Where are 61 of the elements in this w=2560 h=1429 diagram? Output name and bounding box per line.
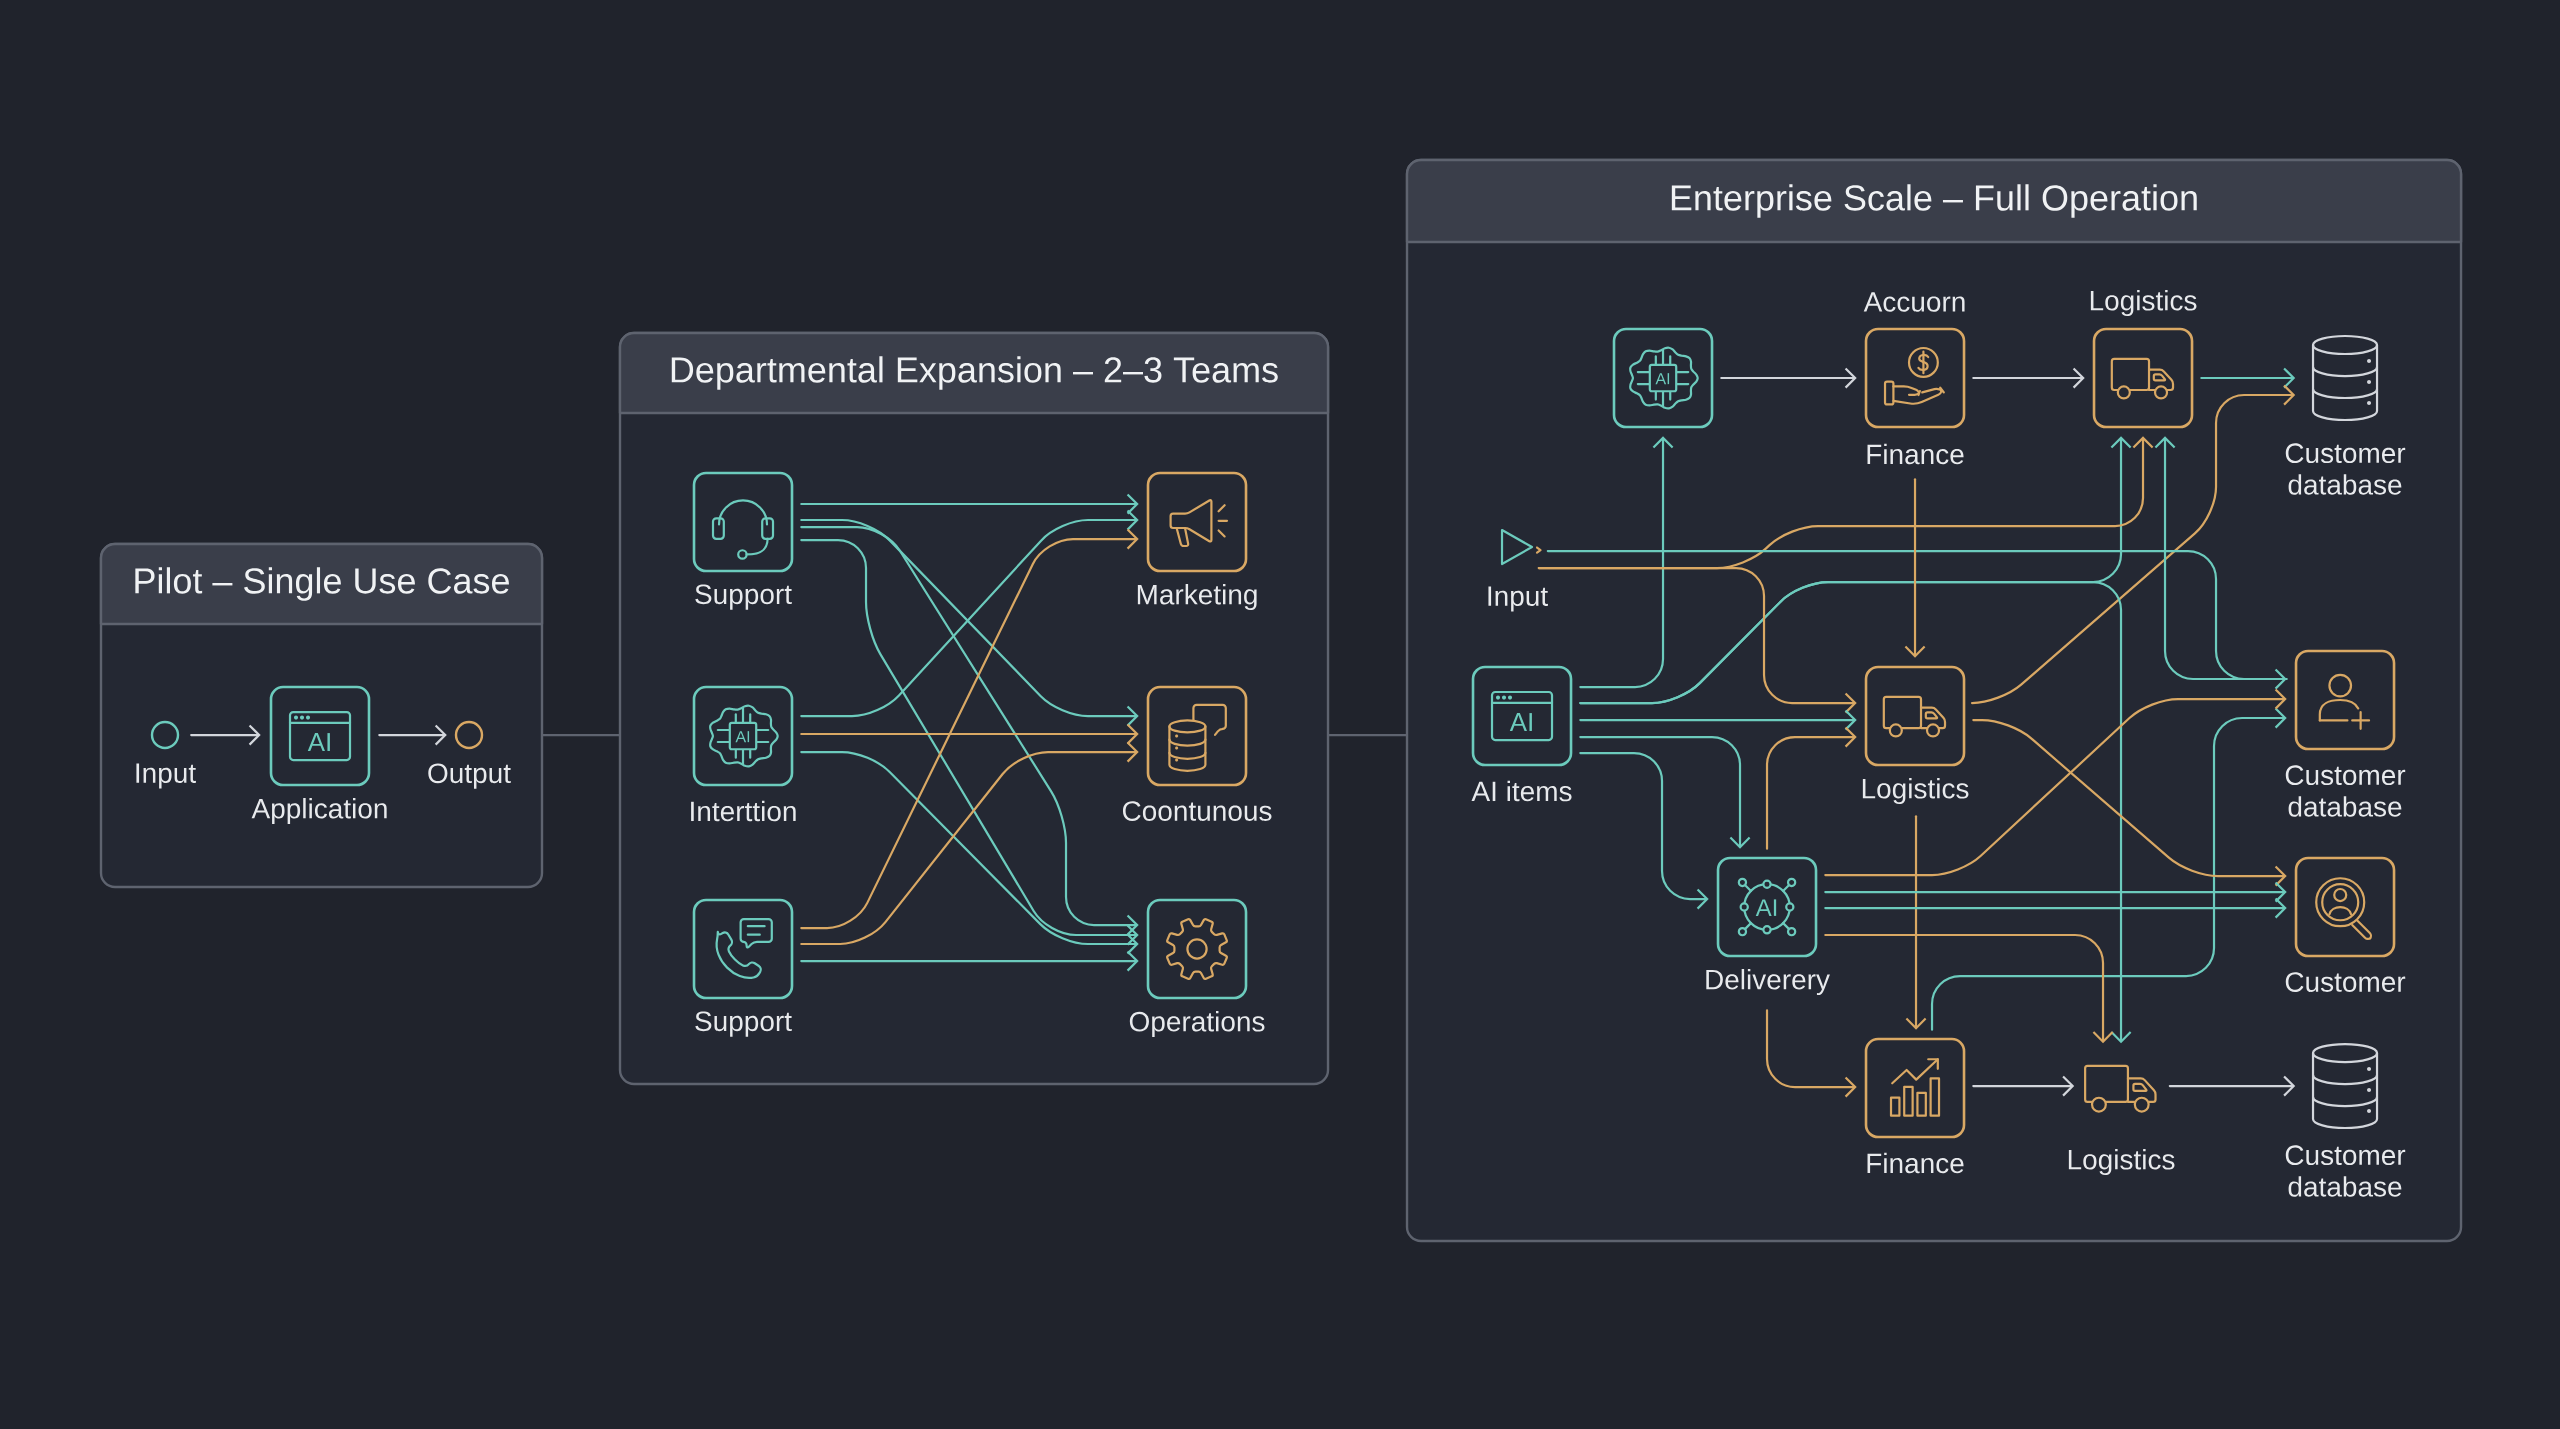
arrow	[1972, 367, 2085, 389]
arrow	[1824, 881, 2287, 903]
arrow	[1970, 384, 2296, 705]
arrow	[1579, 580, 2132, 1044]
connector-line	[542, 733, 620, 737]
node-label: Application	[251, 798, 387, 825]
arrow	[1765, 726, 1857, 850]
icon-lettering: AI	[1509, 713, 1532, 731]
arrow	[1972, 718, 2287, 887]
node-label: Marketing	[1137, 584, 1257, 611]
icon-lettering: AI	[1655, 373, 1670, 385]
arrow	[1765, 1009, 1857, 1098]
panel-header: Pilot – Single Use Case	[99, 542, 544, 626]
connector-line	[1328, 733, 1407, 737]
arrow	[1930, 707, 2287, 1031]
arrow	[1824, 688, 2287, 877]
arrow	[800, 493, 1139, 515]
node-label: Finance	[1867, 1152, 1964, 1174]
node-label: Output	[428, 763, 511, 789]
node-label: Input	[1488, 586, 1548, 612]
node-label: Support	[695, 1011, 792, 1037]
node-label: Coontunous	[1122, 801, 1272, 821]
node-label: Customer database	[2285, 765, 2406, 817]
node-label: Logistics	[2068, 1149, 2175, 1176]
arrow	[1905, 815, 1927, 1030]
icon-lettering: AI	[1755, 899, 1777, 916]
arrow	[1904, 478, 1926, 658]
node-label: Customer	[2285, 972, 2406, 992]
arrow	[1824, 897, 2287, 919]
arrow	[1546, 549, 2287, 690]
arrow	[800, 723, 1139, 745]
node-label: Customer database	[2285, 443, 2406, 495]
arrow	[1972, 1075, 2075, 1097]
node-label: Logistics	[1862, 778, 1969, 805]
icon-lettering: AI	[735, 731, 750, 743]
arrow	[1824, 933, 2114, 1044]
node-label: Operations	[1129, 1011, 1265, 1038]
arrow	[1579, 709, 1857, 731]
node-label: Deliverery	[1706, 969, 1830, 996]
node-label: Customer database	[2285, 1145, 2406, 1197]
node-label: Logistics	[2090, 290, 2197, 317]
panel-header: Departmental Expansion – 2–3 Teams	[618, 331, 1330, 415]
panel-header: Enterprise Scale – Full Operation	[1405, 158, 2463, 244]
node-label: Accuorn	[1863, 292, 1965, 312]
node-label: Support	[695, 584, 792, 610]
icon-lettering: AI	[307, 733, 330, 751]
arrow	[1720, 367, 1857, 389]
node-label: Input	[136, 763, 196, 789]
arrow	[2168, 1075, 2296, 1097]
arrow	[190, 724, 261, 746]
arrow	[1579, 751, 1709, 910]
arrow	[1579, 436, 1674, 689]
node-label: Finance	[1867, 443, 1964, 465]
arrow	[2200, 367, 2296, 389]
node-label: AI items	[1471, 780, 1572, 802]
node-label: Interttion	[691, 800, 796, 822]
arrow	[800, 950, 1139, 972]
arrow	[1537, 566, 1857, 714]
arrow	[2154, 436, 2288, 681]
arrow	[378, 724, 447, 746]
arrow	[1579, 735, 1751, 849]
